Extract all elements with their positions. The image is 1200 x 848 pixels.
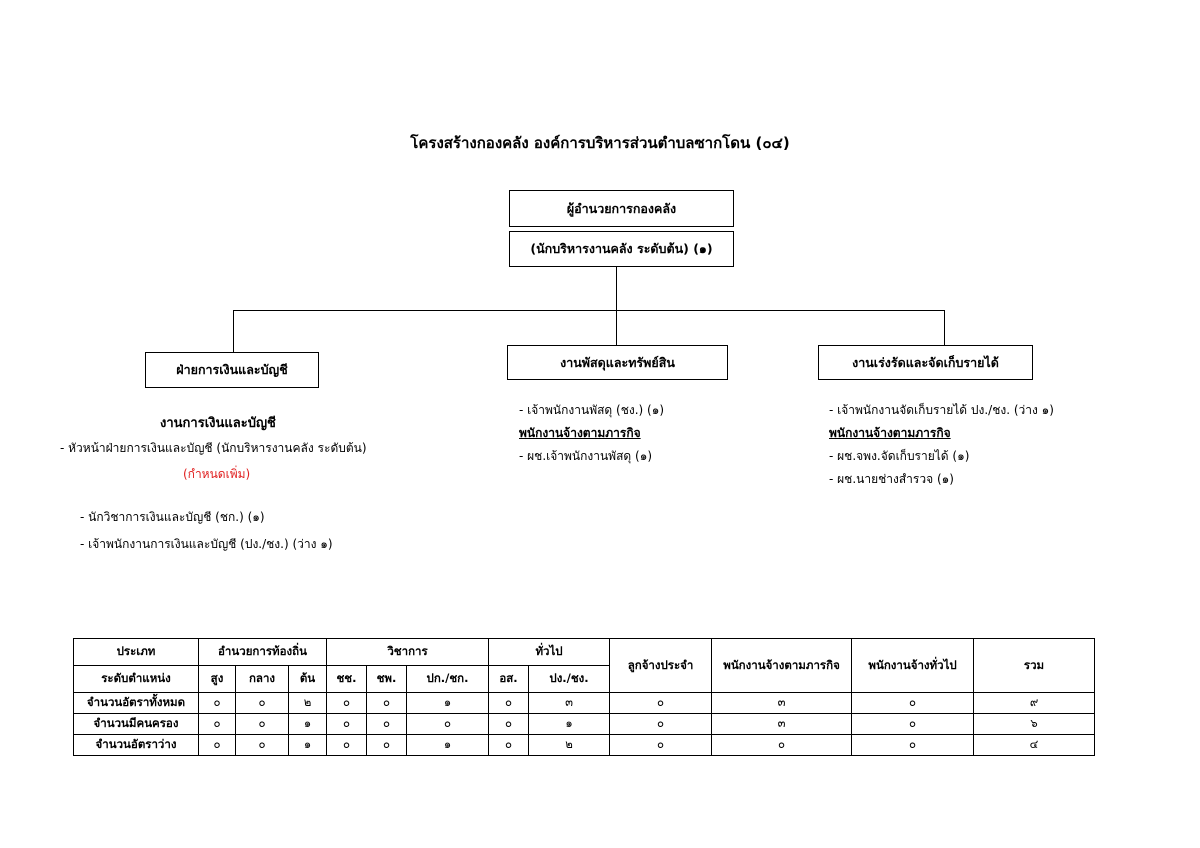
table-cell: ๐	[488, 692, 530, 714]
group-header: อำนวยการท้องถิ่น	[198, 638, 327, 666]
finance-item: - นักวิชาการเงินและบัญชี (ชก.) (๑)	[80, 510, 265, 524]
column-header: รวม	[973, 638, 1096, 693]
table-cell: ๖	[973, 713, 1096, 735]
table-cell: ๐	[405, 713, 490, 735]
table-cell: ๓	[711, 692, 853, 714]
level-cell: สูง	[198, 665, 236, 693]
table-cell: ๑	[288, 713, 327, 735]
connector-horizontal	[233, 310, 945, 311]
table-cell: ๐	[851, 713, 975, 735]
column-header: ลูกจ้างประจำ	[609, 638, 713, 693]
table-cell: ๐	[235, 692, 289, 714]
table-cell: ๒	[288, 692, 327, 714]
finance-section-title: งานการเงินและบัญชี	[160, 416, 276, 431]
level-cell: ชช.	[326, 665, 367, 693]
table-cell: ๑	[405, 734, 490, 756]
table-cell: ๑	[288, 734, 327, 756]
table-row: จำนวนอัตราทั้งหมด ๐ ๐ ๒ ๐ ๐ ๑ ๐ ๓ ๐ ๓ ๐ …	[73, 692, 1096, 714]
table-cell: ๑	[528, 713, 611, 735]
table-cell: ๓	[711, 713, 853, 735]
table-cell: ๐	[198, 734, 236, 756]
table-cell: ๐	[609, 713, 713, 735]
director-box: ผู้อำนวยการกองคลัง	[509, 190, 734, 227]
table-cell: ๐	[235, 734, 289, 756]
revenue-contract-item: - ผช.นายช่างสำรวจ (๑)	[829, 472, 954, 486]
table-row: จำนวนอัตราว่าง ๐ ๐ ๑ ๐ ๐ ๑ ๐ ๒ ๐ ๐ ๐ ๔	[73, 734, 1096, 756]
table-cell: ๓	[528, 692, 611, 714]
column-header: พนักงานจ้างทั่วไป	[851, 638, 975, 693]
unit-box-supplies: งานพัสดุและทรัพย์สิน	[507, 345, 728, 380]
table-cell: ๐	[609, 692, 713, 714]
table-cell: ๑	[405, 692, 490, 714]
group-header: วิชาการ	[325, 638, 490, 666]
row-label: จำนวนอัตราทั้งหมด	[73, 692, 199, 714]
table-cell: ๐	[851, 734, 975, 756]
table-cell: ๙	[973, 692, 1096, 714]
table-cell: ๐	[366, 692, 407, 714]
position-stats-table: ประเภท อำนวยการท้องถิ่น วิชาการ ทั่วไป ล…	[73, 638, 1096, 756]
row-label: จำนวนอัตราว่าง	[73, 734, 199, 756]
director-rank-box: (นักบริหารงานคลัง ระดับต้น) (๑)	[509, 231, 734, 267]
connector-middle	[616, 310, 617, 345]
finance-head-line: - หัวหน้าฝ่ายการเงินและบัญชี (นักบริหารง…	[60, 441, 367, 455]
level-cell: อส.	[488, 665, 530, 693]
page-title: โครงสร้างกองคลัง องค์การบริหารส่วนตำบลซา…	[410, 134, 790, 152]
table-cell: ๐	[326, 734, 367, 756]
supplies-contract-heading: พนักงานจ้างตามภารกิจ	[519, 426, 641, 440]
table-cell: ๐	[198, 713, 236, 735]
table-cell: ๐	[609, 734, 713, 756]
level-cell: ปก./ชก.	[405, 665, 490, 693]
level-cell: ปง./ชง.	[528, 665, 611, 693]
table-cell: ๐	[326, 713, 367, 735]
table-row: จำนวนมีคนครอง ๐ ๐ ๑ ๐ ๐ ๐ ๐ ๑ ๐ ๓ ๐ ๖	[73, 713, 1096, 735]
table-cell: ๐	[851, 692, 975, 714]
finance-item: - เจ้าพนักงานการเงินและบัญชี (ปง./ชง.) (…	[80, 537, 333, 551]
revenue-contract-item: - ผช.จพง.จัดเก็บรายได้ (๑)	[829, 449, 970, 463]
table-cell: ๐	[488, 734, 530, 756]
group-header: ทั่วไป	[488, 638, 611, 666]
table-cell: ๐	[235, 713, 289, 735]
table-cell: ๐	[711, 734, 853, 756]
column-header: พนักงานจ้างตามภารกิจ	[711, 638, 853, 693]
supplies-contract-item: - ผช.เจ้าพนักงานพัสดุ (๑)	[519, 449, 653, 463]
level-cell: กลาง	[235, 665, 289, 693]
unit-box-finance: ฝ่ายการเงินและบัญชี	[145, 352, 319, 388]
unit-box-revenue: งานเร่งรัดและจัดเก็บรายได้	[818, 345, 1033, 380]
table-cell: ๐	[366, 734, 407, 756]
level-header: ระดับตำแหน่ง	[73, 665, 199, 693]
connector-right	[944, 310, 945, 345]
finance-note: (กำหนดเพิ่ม)	[183, 467, 251, 481]
table-cell: ๐	[198, 692, 236, 714]
revenue-contract-heading: พนักงานจ้างตามภารกิจ	[829, 426, 951, 440]
type-header: ประเภท	[73, 638, 199, 666]
row-label: จำนวนมีคนครอง	[73, 713, 199, 735]
revenue-item: - เจ้าพนักงานจัดเก็บรายได้ ปง./ชง. (ว่าง…	[829, 403, 1054, 417]
supplies-item: - เจ้าพนักงานพัสดุ (ชง.) (๑)	[519, 403, 665, 417]
level-cell: ชพ.	[366, 665, 407, 693]
connector-vertical-main	[616, 267, 617, 311]
table-cell: ๒	[528, 734, 611, 756]
table-cell: ๐	[366, 713, 407, 735]
table-cell: ๐	[488, 713, 530, 735]
level-cell: ต้น	[288, 665, 327, 693]
table-cell: ๔	[973, 734, 1096, 756]
connector-left	[233, 310, 234, 352]
table-cell: ๐	[326, 692, 367, 714]
